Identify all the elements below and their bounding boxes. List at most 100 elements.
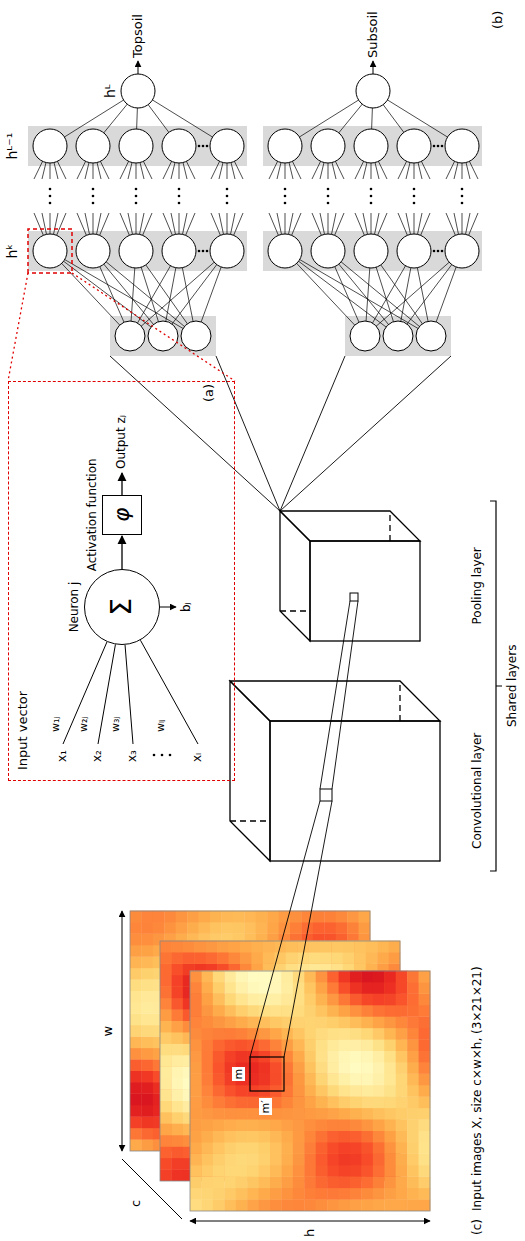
heatmap-cell — [396, 993, 408, 1005]
heatmap-cell — [183, 952, 195, 964]
heatmap-cell — [339, 1096, 351, 1108]
heatmap-cell — [293, 1051, 305, 1063]
zoom-leader — [72, 273, 235, 381]
node-symbol: Σ — [105, 598, 139, 616]
heatmap-cell — [236, 1176, 248, 1188]
heatmap-cell — [396, 1005, 408, 1017]
ellipsis-dot — [433, 145, 436, 148]
heatmap-cell — [259, 1119, 271, 1131]
heatmap-cell — [350, 1165, 362, 1177]
heatmap-cell — [247, 1142, 259, 1154]
heatmap-cell — [419, 1142, 431, 1154]
heatmap-cell — [263, 941, 275, 953]
heatmap-cell — [259, 1005, 271, 1017]
ellipsis-dot — [135, 188, 138, 191]
heatmap-cell — [236, 1165, 248, 1177]
heatmap-cell — [407, 1028, 419, 1040]
weight-line — [140, 640, 198, 744]
heatmap-cell — [190, 993, 202, 1005]
heatmap-cell — [199, 922, 211, 934]
heatmap-cell — [201, 1108, 213, 1120]
heatmap-cell — [224, 1039, 236, 1051]
heatmap-cell — [213, 1016, 225, 1028]
heatmap-cell — [373, 1142, 385, 1154]
heatmap-cell — [419, 1108, 431, 1120]
heatmap-cell — [384, 1119, 396, 1131]
heatmap-cell — [304, 1165, 316, 1177]
heatmap-cell — [407, 1188, 419, 1200]
heatmap-cell — [327, 1176, 339, 1188]
heatmap-cell — [259, 1142, 271, 1154]
neuron-unit — [268, 234, 302, 268]
heatmap-cell — [201, 1142, 213, 1154]
heatmap-cell — [396, 1176, 408, 1188]
heatmap-cell — [419, 1051, 431, 1063]
heatmap-cell — [224, 1016, 236, 1028]
heatmap-cell — [171, 975, 183, 987]
panel-letter: (a) — [201, 384, 217, 402]
heatmap-cell — [190, 1188, 202, 1200]
layer-band — [110, 316, 216, 356]
heatmap-cell — [221, 911, 233, 923]
heatmap-cell — [236, 1028, 248, 1040]
heatmap-cell — [213, 1005, 225, 1017]
zoom-marker — [28, 229, 72, 273]
heatmap-cell — [171, 1169, 183, 1181]
heatmap-cell — [316, 1016, 328, 1028]
heatmap-cell — [270, 1039, 282, 1051]
heatmap-cell — [130, 1082, 142, 1094]
ellipsis-dot — [441, 145, 444, 148]
heatmap-border — [160, 941, 400, 1181]
heatmap-cell — [384, 1131, 396, 1143]
heatmap-cell — [236, 1131, 248, 1143]
ellipsis-dot — [327, 195, 330, 198]
heatmap-cell — [141, 1093, 153, 1105]
heatmap-cell — [339, 1199, 351, 1211]
heatmap-cell — [309, 952, 321, 964]
heatmap-cell — [327, 1119, 339, 1131]
weight-line — [125, 645, 133, 744]
neuron-unit — [119, 234, 153, 268]
neuron-unit — [162, 129, 196, 163]
heatmap-cell — [190, 1199, 202, 1211]
neuron-unit — [268, 129, 302, 163]
heatmap-cell — [361, 1096, 373, 1108]
heatmap-cell — [259, 1165, 271, 1177]
heatmap-cell — [327, 1165, 339, 1177]
heatmap-cell — [171, 1009, 183, 1021]
neuron-unit — [311, 234, 345, 268]
layer-band — [28, 231, 247, 271]
heatmap-cell — [160, 1101, 172, 1113]
ellipsis-dot — [49, 195, 52, 198]
heatmap-cell — [201, 1119, 213, 1131]
heatmap-cell — [304, 1119, 316, 1131]
ellipsis-dot — [178, 195, 181, 198]
heatmap-cell — [316, 1062, 328, 1074]
heatmap-cell — [224, 1119, 236, 1131]
heatmap-cell — [407, 1131, 419, 1143]
heatmap-cell — [407, 971, 419, 983]
heatmap-cell — [396, 971, 408, 983]
heatmap-cell — [373, 1085, 385, 1097]
heatmap-cell — [316, 971, 328, 983]
heatmap-cell — [384, 1085, 396, 1097]
zoom-leader — [8, 273, 28, 381]
layer-label: hᴸ — [102, 84, 119, 98]
dense-network — [263, 61, 482, 356]
heatmap-cell — [304, 1085, 316, 1097]
heatmap-cell — [396, 982, 408, 994]
heatmap-cell — [130, 968, 142, 980]
heatmap-cell — [201, 1131, 213, 1143]
heatmap-cell — [217, 952, 229, 964]
heatmap-cell — [224, 1085, 236, 1097]
heatmap-cell — [339, 1028, 351, 1040]
heatmap-cell — [316, 1188, 328, 1200]
heatmap-cell — [194, 941, 206, 953]
neuron-unit — [445, 234, 479, 268]
activation-box: Activation functionφ — [102, 495, 142, 535]
heatmap-cell — [256, 922, 268, 934]
heatmap-cell — [304, 1142, 316, 1154]
heatmap-cell — [130, 933, 142, 945]
heatmap-cell — [331, 952, 343, 964]
